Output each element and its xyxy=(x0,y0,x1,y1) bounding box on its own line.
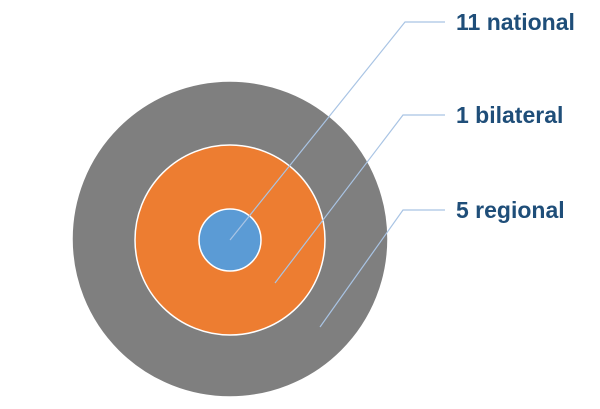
leader-line-national xyxy=(229,21,445,241)
leader-line-bilateral xyxy=(274,114,445,284)
label-regional: 5 regional xyxy=(456,197,565,223)
leader-line-regional xyxy=(319,209,445,328)
label-bilateral: 1 bilateral xyxy=(456,102,563,128)
label-national: 11 national xyxy=(456,9,575,35)
